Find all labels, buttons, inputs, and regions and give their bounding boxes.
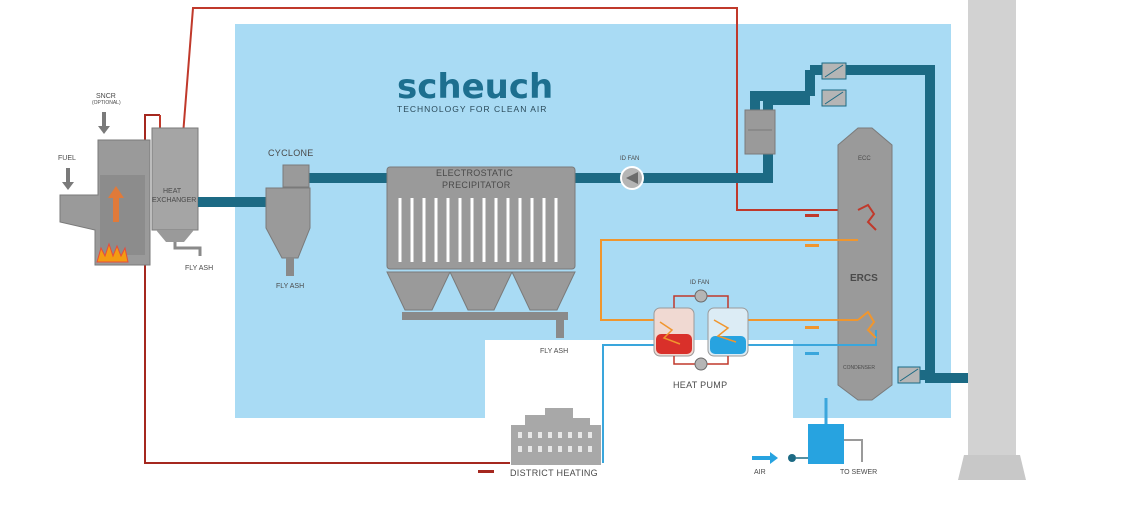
condensate-tank bbox=[808, 424, 844, 464]
hot-water-return bbox=[144, 114, 510, 464]
hot-water-loop-top bbox=[182, 7, 858, 211]
to-sewer-label: TO SEWER bbox=[840, 469, 877, 476]
damper-stack-blade bbox=[899, 368, 919, 382]
ecc-label: ECC bbox=[858, 156, 871, 162]
district-heating-windows bbox=[518, 432, 592, 452]
fly-ash-exchanger-label: FLY ASH bbox=[185, 265, 213, 272]
esp-body bbox=[386, 166, 576, 270]
sncr-arrow-icon bbox=[98, 112, 110, 134]
brand-tagline: TECHNOLOGY FOR CLEAN AIR bbox=[397, 104, 547, 114]
heat-exchanger bbox=[151, 127, 199, 231]
fuel-label: FUEL bbox=[58, 155, 76, 162]
warm-coil-condenser bbox=[857, 310, 877, 339]
esp-plates bbox=[398, 198, 558, 262]
indicator-orange-2 bbox=[805, 326, 819, 329]
compressor-icon bbox=[694, 357, 708, 371]
id-fan-heat-pump-icon bbox=[694, 289, 708, 303]
esp-label-2: PRECIPITATOR bbox=[442, 180, 511, 190]
cyclone-inlet bbox=[282, 164, 310, 188]
fly-ash-cyclone-label: FLY ASH bbox=[276, 283, 304, 290]
id-fan-main-label: ID FAN bbox=[620, 156, 639, 162]
heat-pump-fill-left bbox=[656, 334, 692, 354]
fuel-arrow-icon bbox=[62, 168, 74, 190]
damper-upper-blade bbox=[824, 64, 844, 78]
boiler-inner bbox=[100, 175, 145, 255]
sncr-label: SNCR bbox=[96, 93, 116, 100]
sewer-pipe bbox=[844, 439, 863, 462]
cold-water-loop bbox=[602, 330, 877, 463]
ercs-label: ERCS bbox=[850, 273, 878, 284]
indicator-blue bbox=[805, 352, 819, 355]
heat-pump-coil-right bbox=[713, 319, 737, 343]
damper-lower-blade bbox=[824, 91, 844, 105]
esp-hoppers bbox=[386, 271, 576, 311]
fly-ash-pipe-exchanger bbox=[173, 242, 202, 256]
id-fan-heat-pump-label: ID FAN bbox=[690, 280, 709, 286]
brand-logo: scheuch bbox=[397, 67, 553, 107]
ercs-column bbox=[837, 127, 893, 401]
indicator-orange-1 bbox=[805, 244, 819, 247]
heat-exchanger-label-1: HEAT bbox=[163, 188, 182, 195]
chimney-stack bbox=[968, 0, 1016, 480]
orange-water-loop bbox=[600, 239, 858, 321]
scrubber-vessel bbox=[744, 109, 776, 155]
air-blower-icon bbox=[788, 454, 796, 462]
chimney-base bbox=[958, 455, 1026, 480]
condenser-label: CONDENSER bbox=[843, 365, 875, 371]
district-heating-building-icon bbox=[511, 408, 601, 465]
esp-label-1: ELECTROSTATIC bbox=[436, 168, 513, 178]
air-label: AIR bbox=[754, 469, 766, 476]
combustion-arrow bbox=[108, 186, 124, 222]
heat-pump-fill-right bbox=[710, 336, 746, 354]
district-heating-indicator bbox=[478, 470, 494, 473]
heat-exchanger-label-2: EXCHANGER bbox=[152, 197, 196, 204]
cyclone-label: CYCLONE bbox=[268, 148, 314, 158]
cyclone-outlet bbox=[286, 258, 294, 276]
esp-conveyor bbox=[402, 312, 568, 320]
air-arrow-icon bbox=[752, 452, 778, 464]
fly-ash-esp-label: FLY ASH bbox=[540, 348, 568, 355]
heat-pump-coil-left bbox=[659, 321, 681, 345]
district-heating-label: DISTRICT HEATING bbox=[510, 468, 598, 478]
heat-exchanger-hopper bbox=[156, 230, 194, 242]
flame-icon bbox=[96, 242, 129, 263]
sncr-optional-label: (OPTIONAL) bbox=[92, 100, 121, 106]
indicator-red bbox=[805, 214, 819, 217]
hot-coil-ecc bbox=[857, 203, 877, 231]
heat-pump-label: HEAT PUMP bbox=[673, 380, 727, 390]
esp-ash-outlet bbox=[556, 312, 564, 338]
id-fan-main-blade bbox=[626, 172, 638, 184]
cyclone-body bbox=[265, 187, 311, 259]
